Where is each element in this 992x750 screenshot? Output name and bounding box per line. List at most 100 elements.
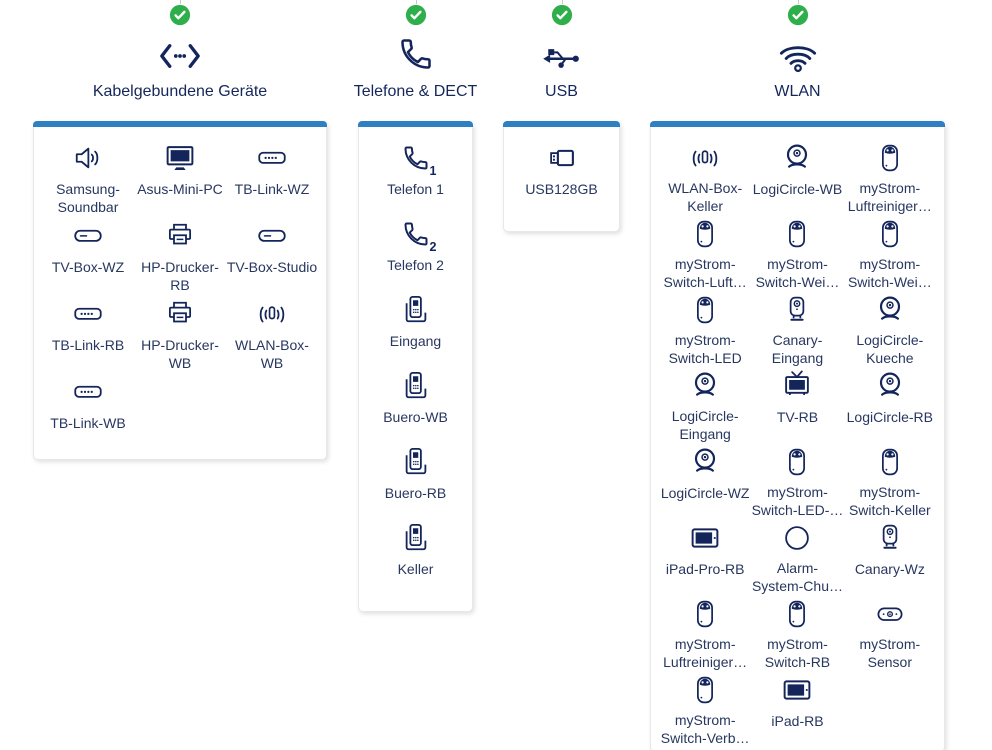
device-item[interactable]: Eingang	[367, 291, 464, 367]
device-item[interactable]: iPad-Pro-RB	[659, 519, 751, 595]
section-title[interactable]: Telefone & DECT	[353, 83, 478, 100]
phone-icon[interactable]	[398, 36, 434, 72]
device-label: myStrom-Luftreiniger…	[663, 636, 748, 670]
connector-line	[797, 0, 799, 4]
analog-phone-icon: 1	[402, 139, 437, 178]
device-item[interactable]: myStrom-Switch-Wei…	[844, 215, 936, 291]
device-item[interactable]: TB-Link-RB	[42, 295, 134, 373]
tablet-icon	[777, 671, 817, 709]
device-item[interactable]: Asus-Mini-PC	[134, 139, 226, 217]
alarm-circle-icon	[777, 519, 817, 556]
device-label: Buero-RB	[384, 485, 447, 501]
wifi-icon[interactable]	[777, 37, 819, 73]
device-item[interactable]: WLAN-Box-WB	[226, 295, 318, 373]
device-label: LogiCircle-RB	[846, 409, 933, 425]
device-item[interactable]: LogiCircle-WB	[751, 139, 843, 215]
device-card: USB128GB	[503, 121, 620, 232]
device-item[interactable]: Keller	[367, 519, 464, 595]
device-label: myStrom-Luftreiniger…	[847, 180, 932, 214]
device-label: Asus-Mini-PC	[137, 181, 223, 197]
device-item[interactable]: USB128GB	[512, 139, 611, 219]
device-item[interactable]: Alarm-System-Chu…	[751, 519, 843, 595]
section-usb: USB USB128GB	[503, 0, 620, 750]
device-label: WLAN-Box-WB	[235, 337, 309, 371]
device-item[interactable]: TV-RB	[751, 367, 843, 443]
device-label: TB-Link-RB	[51, 337, 125, 353]
canary-cam-icon	[777, 291, 817, 328]
device-item[interactable]: Buero-RB	[367, 443, 464, 519]
device-label: Buero-WB	[383, 409, 448, 425]
device-item[interactable]: LogiCircle-RB	[844, 367, 936, 443]
device-label: LogiCircle-Kueche	[856, 332, 924, 366]
device-label: LogiCircle-WB	[752, 181, 843, 197]
connector-line	[415, 0, 417, 4]
smart-plug-icon	[777, 443, 817, 480]
printer-icon	[160, 217, 200, 255]
device-item[interactable]: LogiCircle-Kueche	[844, 291, 936, 367]
connector-line	[561, 0, 563, 4]
device-item[interactable]: myStrom-Luftreiniger…	[844, 139, 936, 215]
device-label: Canary-Wz	[854, 561, 925, 577]
device-item[interactable]: myStrom-Switch-Luft…	[659, 215, 751, 291]
device-item[interactable]: myStrom-Sensor	[844, 595, 936, 671]
section-title[interactable]: WLAN	[774, 83, 821, 100]
device-item[interactable]: HP-Drucker-RB	[134, 217, 226, 295]
device-item[interactable]: Samsung-Soundbar	[42, 139, 134, 217]
dect-handset-icon	[396, 443, 436, 481]
webcam-icon	[777, 139, 817, 177]
device-item[interactable]: LogiCircle-WZ	[659, 443, 751, 519]
device-item[interactable]: Canary-Wz	[844, 519, 936, 595]
device-item[interactable]: myStrom-Switch-Verb…	[659, 671, 751, 747]
section-title[interactable]: USB	[545, 83, 578, 100]
smart-plug-icon	[685, 215, 725, 252]
dect-handset-icon	[396, 367, 436, 405]
device-item[interactable]: myStrom-Switch-Wei…	[751, 215, 843, 291]
device-item[interactable]: myStrom-Switch-LED	[659, 291, 751, 367]
device-label: Samsung-Soundbar	[56, 181, 120, 215]
device-label: LogiCircle-Eingang	[671, 408, 739, 442]
device-label: TV-Box-WZ	[51, 259, 125, 275]
monitor-icon	[160, 139, 200, 177]
device-item[interactable]: Canary-Eingang	[751, 291, 843, 367]
section-title[interactable]: Kabelgebundene Geräte	[92, 83, 268, 100]
network-switch-icon	[68, 373, 108, 411]
device-item[interactable]: iPad-RB	[751, 671, 843, 747]
usb-icon[interactable]	[540, 41, 584, 71]
device-item[interactable]: myStrom-Luftreiniger…	[659, 595, 751, 671]
device-item[interactable]: myStrom-Switch-LED-…	[751, 443, 843, 519]
device-item[interactable]: Buero-WB	[367, 367, 464, 443]
device-label: WLAN-Box-Keller	[668, 180, 743, 214]
device-label: myStrom-Switch-Verb…	[660, 712, 750, 746]
device-item[interactable]: WLAN-Box-Keller	[659, 139, 751, 215]
canary-cam-icon	[870, 519, 910, 557]
device-label: iPad-RB	[771, 713, 824, 729]
ethernet-icon[interactable]	[157, 42, 203, 70]
device-item[interactable]: LogiCircle-Eingang	[659, 367, 751, 443]
speaker-icon	[68, 139, 108, 177]
status-ok-icon	[169, 4, 191, 26]
device-item[interactable]: TV-Box-WZ	[42, 217, 134, 295]
device-label: myStrom-Switch-Keller	[848, 484, 931, 518]
smart-plug-icon	[870, 443, 910, 480]
printer-icon	[160, 295, 200, 333]
status-ok-icon	[551, 4, 573, 26]
wlan-repeater-icon	[685, 139, 725, 176]
smart-plug-icon	[870, 139, 910, 176]
device-item[interactable]: TB-Link-WZ	[226, 139, 318, 217]
device-item[interactable]: HP-Drucker-WB	[134, 295, 226, 373]
smart-plug-icon	[777, 215, 817, 252]
device-item[interactable]: myStrom-Switch-Keller	[844, 443, 936, 519]
smart-plug-icon	[685, 595, 725, 632]
device-item[interactable]: myStrom-Switch-RB	[751, 595, 843, 671]
device-item[interactable]: TV-Box-Studio	[226, 217, 318, 295]
settop-box-icon	[252, 217, 292, 255]
device-item[interactable]: TB-Link-WB	[42, 373, 134, 451]
status-ok-icon	[787, 4, 809, 26]
